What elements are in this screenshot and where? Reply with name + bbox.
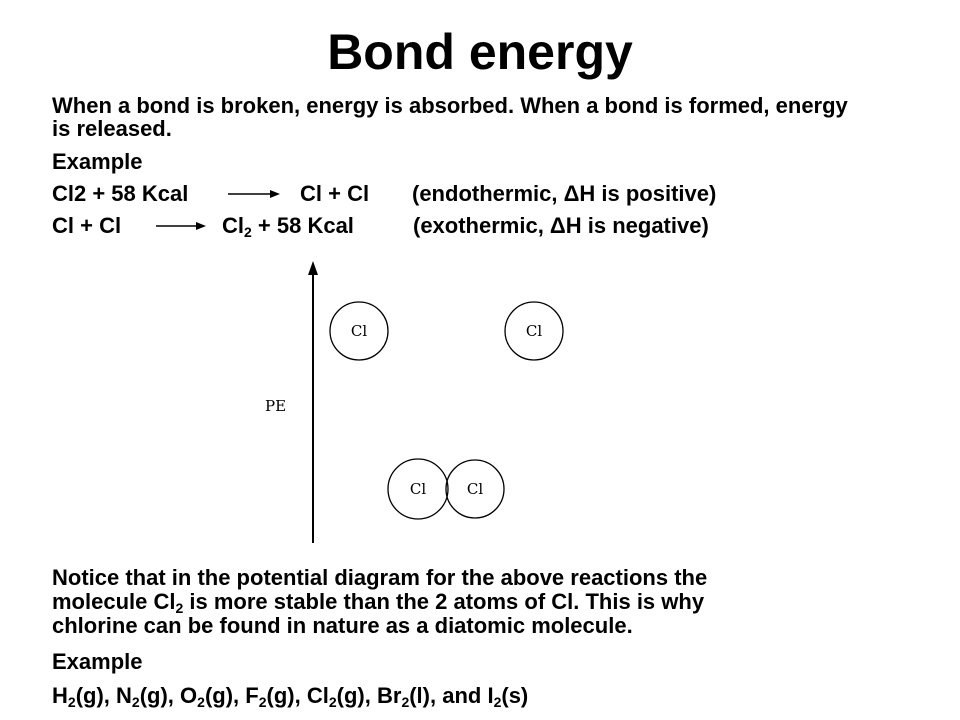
species-state: (g),	[75, 683, 117, 708]
reaction-arrow-icon	[228, 190, 280, 198]
species-state: (g),	[204, 683, 246, 708]
notice-line-3: chlorine can be found in nature as a dia…	[52, 613, 633, 638]
pe-axis-label: PE	[265, 397, 286, 415]
species-subscript: 2	[67, 694, 76, 710]
pe-axis	[308, 261, 318, 543]
species-item: I2(s)	[487, 683, 529, 710]
species-subscript: 2	[328, 694, 337, 710]
atom-label: Cl	[351, 322, 367, 340]
species-state: (g),	[139, 683, 181, 708]
intro-text: When a bond is broken, energy is absorbe…	[52, 93, 848, 141]
species-subscript: 2	[131, 694, 140, 710]
species-symbol: N	[116, 683, 132, 708]
potential-energy-diagram: PE Cl Cl Cl Cl	[265, 261, 564, 543]
species-item: Br2(l), and	[376, 683, 488, 710]
notice-line-2-end: is more stable than the 2 atoms of Cl. T…	[183, 589, 705, 614]
notice-line-2-subscript: 2	[175, 600, 184, 616]
atom-label: Cl	[467, 480, 483, 498]
diatomic-species-list: H2(g), N2(g), O2(g), F2(g), Cl2(g), Br2(…	[52, 683, 529, 710]
species-symbol: O	[180, 683, 198, 708]
separated-atom-left: Cl	[329, 301, 389, 361]
species-state: (g),	[266, 683, 307, 708]
species-item: Cl2(g),	[306, 683, 377, 710]
atom-label: Cl	[410, 480, 426, 498]
example-label-1: Example	[52, 149, 143, 174]
species-symbol: F	[245, 683, 259, 708]
species-state: (s)	[501, 683, 529, 708]
species-subscript: 2	[493, 694, 502, 710]
species-item: O2(g),	[180, 683, 246, 710]
notice-line-1: Notice that in the potential diagram for…	[52, 565, 708, 590]
species-symbol: Cl	[306, 683, 329, 708]
notice-line-2: molecule Cl2 is more stable than the 2 a…	[52, 589, 705, 616]
atom-label: Cl	[526, 322, 542, 340]
reaction-1-reactants: Cl2 + 58 Kcal	[52, 181, 189, 206]
page-title: Bond energy	[327, 24, 633, 80]
reaction-1-note: (endothermic, ΔH is positive)	[412, 181, 717, 206]
reaction-2-products-subscript: 2	[244, 224, 252, 240]
notice-line-2-start: molecule Cl	[52, 589, 176, 614]
reaction-2-note: (exothermic, ΔH is negative)	[413, 213, 709, 238]
species-item: F2(g),	[245, 683, 307, 710]
species-state: (g),	[336, 683, 377, 708]
example-label-2: Example	[52, 649, 143, 674]
species-symbol: H	[52, 683, 68, 708]
species-subscript: 2	[197, 694, 205, 710]
reaction-arrow-icon	[156, 222, 206, 230]
species-symbol: Br	[376, 683, 402, 708]
reaction-2-products-base: Cl	[222, 213, 244, 238]
species-symbol: I	[487, 683, 494, 708]
bonded-atom-left: Cl	[387, 458, 449, 520]
species-subscript: 2	[258, 694, 267, 710]
species-item: N2(g),	[116, 683, 181, 710]
species-item: H2(g),	[52, 683, 117, 710]
reaction-2-reactants: Cl + Cl	[52, 213, 122, 238]
species-subscript: 2	[401, 694, 410, 710]
reaction-2-products: Cl2 + 58 Kcal	[222, 213, 354, 240]
separated-atom-right: Cl	[504, 301, 564, 361]
bonded-atom-right: Cl	[445, 459, 505, 519]
reaction-2-products-energy: + 58 Kcal	[251, 213, 354, 238]
reaction-1-products: Cl + Cl	[300, 181, 370, 206]
species-state: (l), and	[409, 683, 488, 708]
